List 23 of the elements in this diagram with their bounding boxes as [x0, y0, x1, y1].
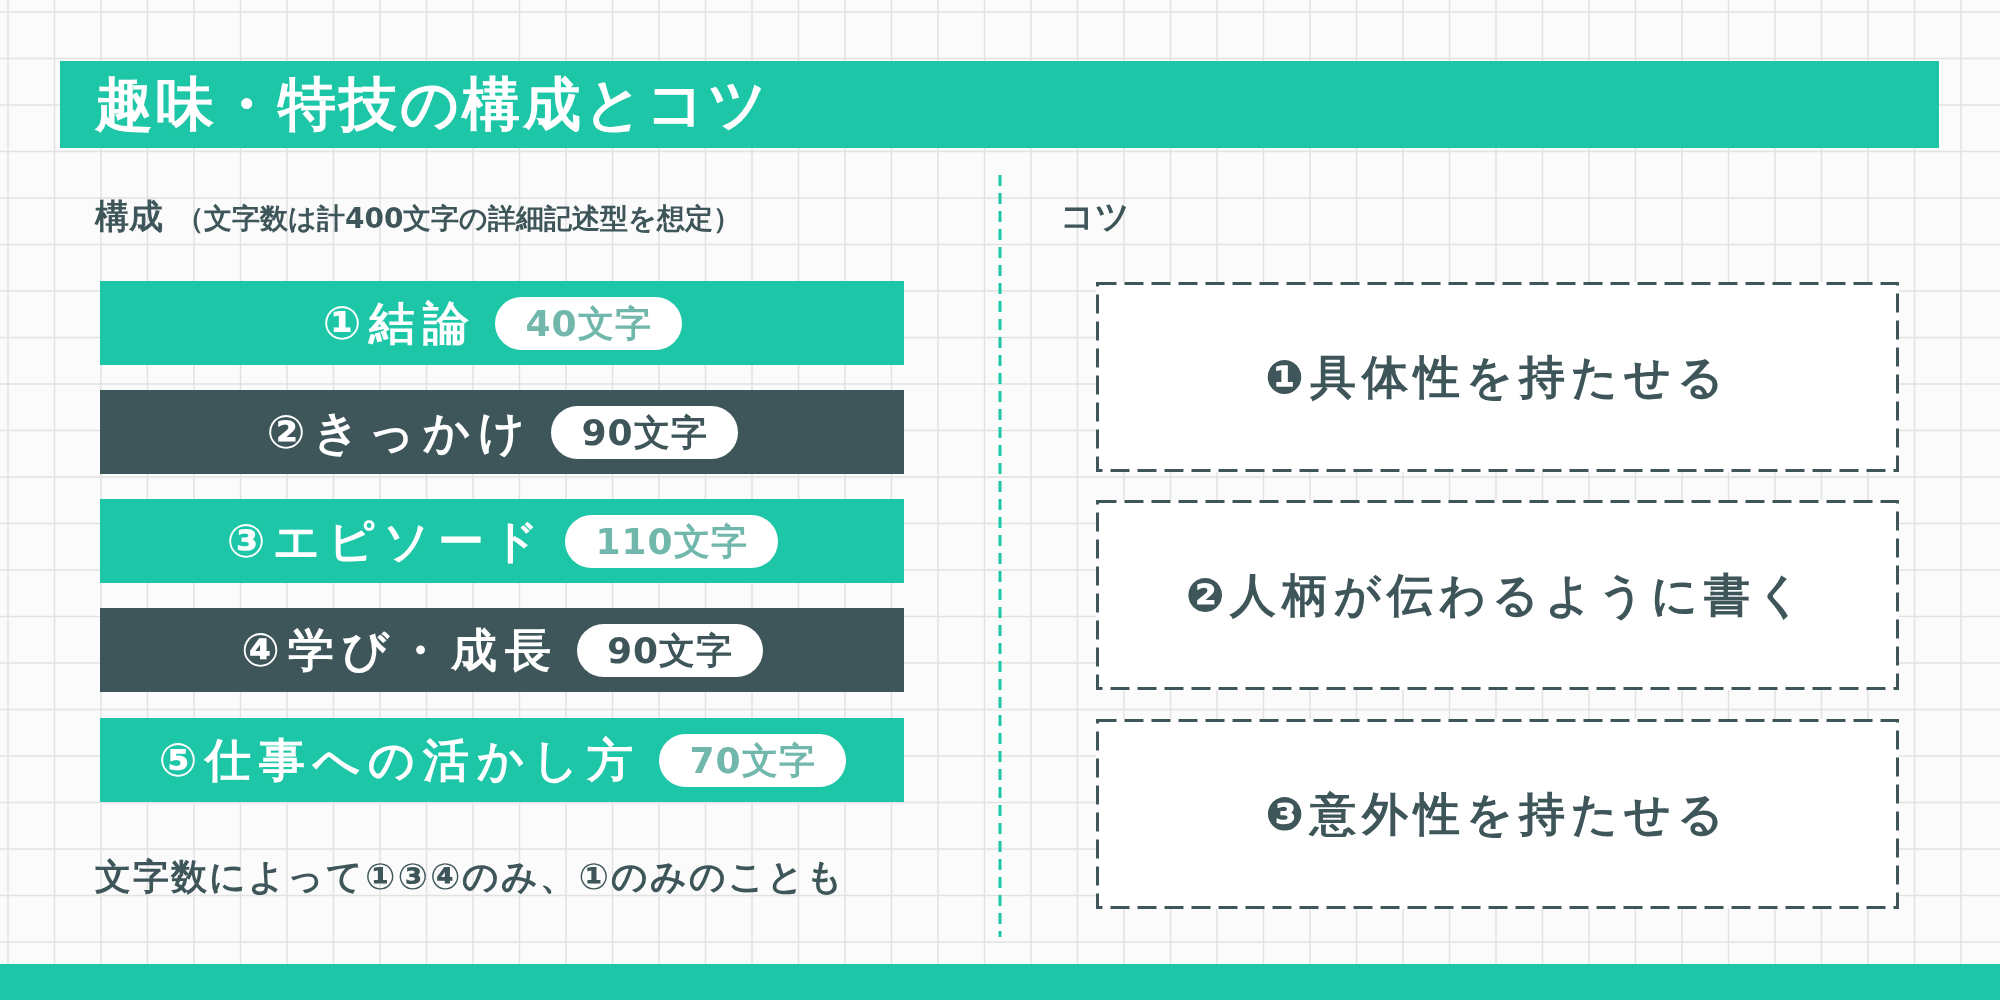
section-band: [100, 499, 904, 583]
tip-box: ❶具体性を持たせる: [1096, 282, 1899, 472]
tip-box: ❷人柄が伝わるように書く: [1096, 500, 1899, 690]
character-count-pill: 70文字: [659, 733, 846, 787]
character-count-pill: 90文字: [551, 405, 738, 459]
section-title: ④学び・成長: [240, 624, 559, 676]
section-title: ①結論: [322, 297, 478, 349]
section-title: ③エピソード: [226, 515, 548, 567]
section-band: [100, 608, 904, 692]
tip-box: ❸意外性を持たせる: [1096, 719, 1899, 909]
character-count-pill: 110文字: [565, 514, 778, 568]
section-band: [100, 390, 904, 474]
section-heading: コツ: [1060, 196, 1130, 237]
character-count-pill: 40文字: [495, 296, 682, 350]
section-title: ②きっかけ: [266, 406, 534, 458]
section-title: ⑤仕事への活かし方: [158, 734, 642, 786]
section-band: [100, 281, 904, 365]
section-band: [100, 718, 904, 802]
section-heading: 構成: [95, 196, 163, 237]
title-banner: 趣味・特技の構成とコツ: [60, 61, 1939, 148]
note-text: 文字数によって①③④のみ、①のみのことも: [95, 855, 845, 899]
character-count-pill: 90文字: [576, 623, 764, 677]
heading-note: （文字数は計400文字の詳細記述型を想定）: [176, 202, 742, 236]
